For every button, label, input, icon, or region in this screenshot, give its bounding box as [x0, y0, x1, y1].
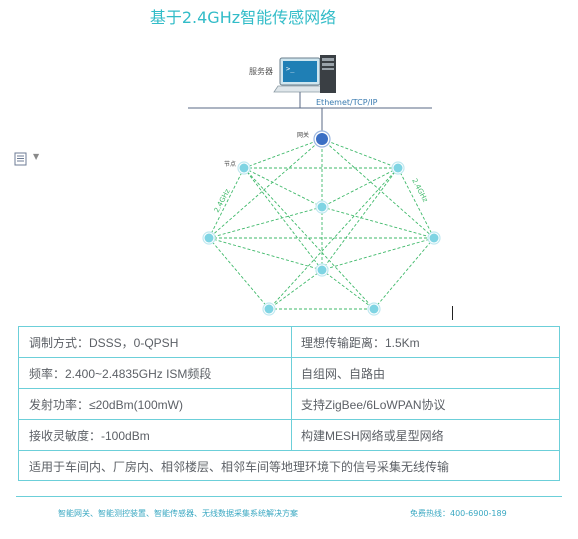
- server-icon: >_: [273, 55, 336, 93]
- node-label: 节点: [224, 160, 236, 168]
- gateway-label: 网关: [297, 131, 309, 139]
- column-divider: [291, 420, 292, 450]
- spec-cell-full: 适用于车间内、厂房内、相邻楼层、相邻车间等地理环境下的信号采集无线传输: [29, 460, 450, 474]
- column-divider: [291, 327, 292, 357]
- mesh-link: [321, 138, 399, 169]
- mesh-link: [321, 206, 435, 239]
- document-icon[interactable]: [14, 151, 28, 170]
- spec-row: 接收灵敏度：-100dBm 构建MESH网络或星型网络: [19, 420, 559, 451]
- column-divider: [291, 358, 292, 388]
- mesh-link: [268, 269, 323, 310]
- spec-cell: 自组网、自路由: [301, 366, 386, 381]
- column-divider: [291, 389, 292, 419]
- mesh-link: [321, 167, 399, 271]
- link-label-right: 2.4GHz: [410, 177, 429, 204]
- svg-text:>_: >_: [286, 65, 295, 73]
- server-label: 服务器: [249, 66, 273, 76]
- mesh-link: [208, 206, 323, 239]
- text-cursor: [452, 306, 453, 320]
- spec-cell: 构建MESH网络或星型网络: [301, 428, 444, 443]
- mesh-link: [208, 138, 323, 239]
- spec-row: 调制方式：DSSS，0-QPSH 理想传输距离：1.5Km: [19, 327, 559, 358]
- network-diagram: >_ 服务器 Ethemet/TCP/IP 网关 节点 2.4GHz 2.4GH…: [188, 55, 441, 316]
- mesh-link: [321, 167, 399, 208]
- sensor-node: [429, 233, 439, 243]
- sensor-node: [264, 304, 274, 314]
- mesh-link: [243, 167, 375, 310]
- gateway-node: [316, 133, 328, 145]
- footer-slogan: 智能网关、智能测控装置、智能传感器、无线数据采集系统解决方案: [58, 509, 298, 518]
- mesh-link: [208, 237, 323, 271]
- sensor-node: [204, 233, 214, 243]
- mesh-link: [268, 167, 399, 310]
- link-label-left: 2.4GHz: [213, 187, 232, 214]
- spec-row: 适用于车间内、厂房内、相邻楼层、相邻车间等地理环境下的信号采集无线传输: [19, 451, 559, 482]
- spec-cell: 支持ZigBee/6LoWPAN协议: [301, 397, 446, 412]
- footer-hotline: 免费热线：400-6900-189: [410, 509, 507, 518]
- page-title: 基于2.4GHz智能传感网络: [149, 8, 337, 27]
- sensor-node: [239, 163, 249, 173]
- spec-cell: 调制方式：DSSS，0-QPSH: [29, 335, 179, 350]
- spec-cell: 发射功率：≤20dBm(100mW): [29, 397, 183, 412]
- mesh-link: [397, 167, 435, 239]
- bus-label: Ethemet/TCP/IP: [316, 98, 378, 107]
- mesh-link: [243, 138, 323, 169]
- spec-row: 频率：2.400~2.4835GHz ISM频段 自组网、自路由: [19, 358, 559, 389]
- mesh-link: [243, 167, 323, 208]
- sensor-node: [317, 202, 327, 212]
- mesh-link: [321, 237, 435, 271]
- mesh-link: [208, 167, 245, 239]
- spec-table: 调制方式：DSSS，0-QPSH 理想传输距离：1.5Km 频率：2.400~2…: [18, 326, 560, 481]
- spec-row: 发射功率：≤20dBm(100mW) 支持ZigBee/6LoWPAN协议: [19, 389, 559, 420]
- spec-cell: 理想传输距离：1.5Km: [301, 335, 420, 350]
- footer-divider: [16, 496, 562, 497]
- spec-cell: 频率：2.400~2.4835GHz ISM频段: [29, 366, 212, 381]
- mesh-link: [243, 167, 323, 271]
- chevron-down-icon[interactable]: ▼: [33, 152, 40, 161]
- sensor-node: [317, 265, 327, 275]
- mesh-links: [208, 138, 435, 310]
- sensor-node: [369, 304, 379, 314]
- mesh-link: [208, 237, 270, 310]
- mesh-link: [321, 269, 375, 310]
- sensor-node: [393, 163, 403, 173]
- mesh-link: [373, 237, 435, 310]
- mesh-nodes: [202, 130, 441, 316]
- spec-cell: 接收灵敏度：-100dBm: [29, 428, 150, 443]
